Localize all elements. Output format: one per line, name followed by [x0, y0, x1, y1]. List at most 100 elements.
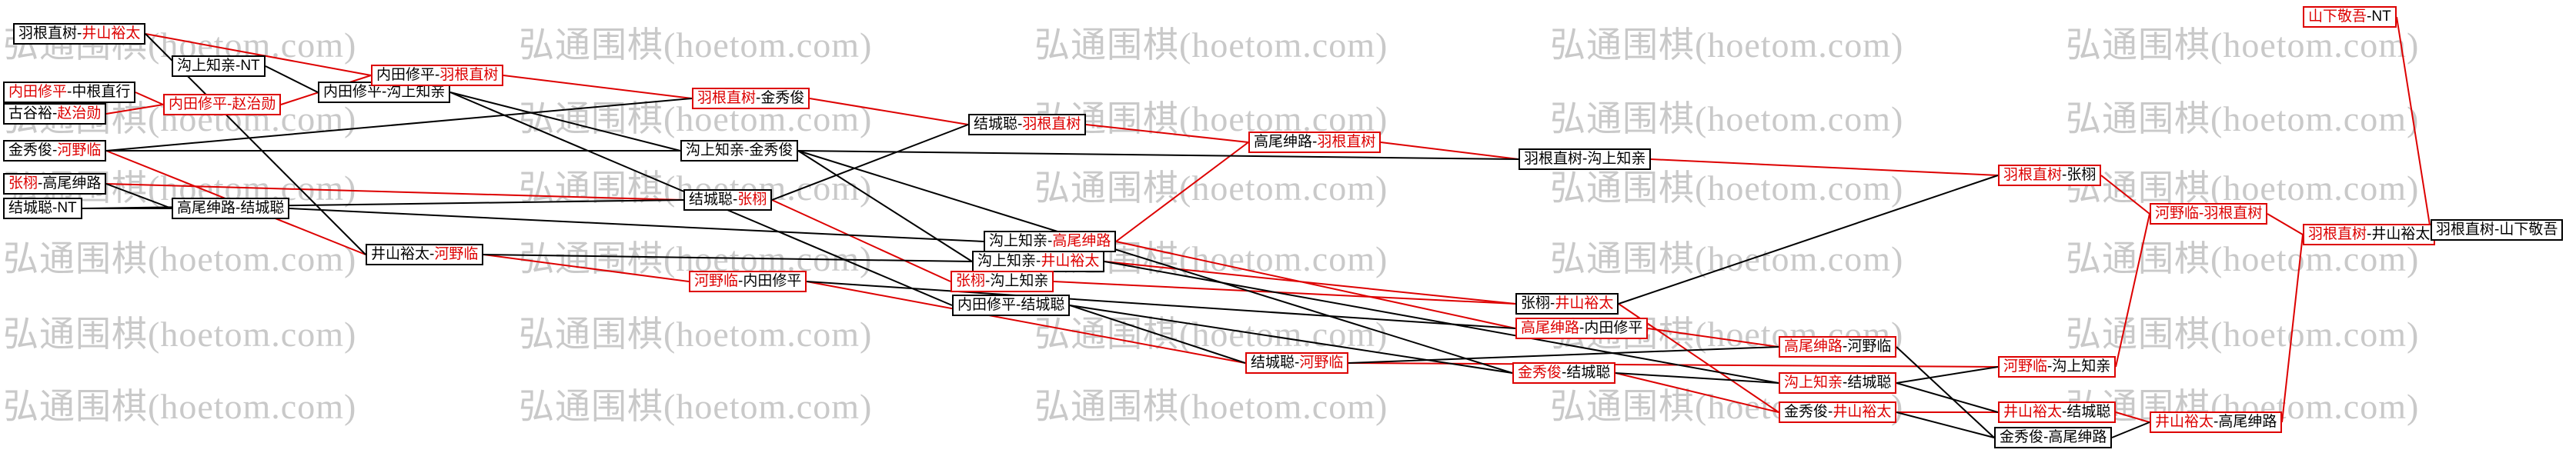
match-box-n34[interactable]: 沟上知亲-结城聪 — [1779, 372, 1897, 394]
bracket-line — [1053, 281, 1516, 305]
match-box-n32[interactable]: 金秀俊-结城聪 — [1512, 362, 1616, 384]
watermark-text: 弘通围棋(hoetom.com) — [1550, 99, 1904, 138]
player-name: 金秀俊- — [1784, 404, 1833, 420]
player-name: 河野临 — [1299, 355, 1344, 371]
player-name: 结城聪- — [1251, 355, 1300, 371]
player-name: 高尾绅路-结城聪 — [177, 200, 285, 216]
bracket-line — [806, 281, 1246, 364]
match-box-n13[interactable]: 羽根直树-沟上知亲 — [1519, 148, 1652, 170]
match-box-n25[interactable]: 沟上知亲-井山裕太 — [972, 251, 1105, 272]
player-name: 结城聪- — [974, 116, 1023, 132]
match-box-n15[interactable]: 高尾绅路-结城聪 — [172, 198, 290, 219]
player-name: 内田修平-结城聪 — [957, 297, 1065, 313]
bracket-line — [1618, 175, 1999, 305]
match-box-n1[interactable]: 羽根直树-井山裕太 — [13, 23, 146, 45]
bracket-line — [1615, 372, 1779, 384]
match-box-n27[interactable]: 河野临-内田修平 — [689, 271, 807, 292]
player-name: 结城聪- — [689, 192, 738, 208]
bracket-line — [1069, 305, 1246, 364]
player-name: 河野临- — [2155, 205, 2204, 222]
match-box-n23[interactable]: 井山裕太-河野临 — [366, 244, 484, 265]
match-box-n26[interactable]: 张栩-沟上知亲 — [951, 271, 1054, 292]
match-box-n9[interactable]: 结城聪-羽根直树 — [968, 114, 1087, 135]
player-name: 河野临 — [2003, 358, 2048, 375]
match-box-n30[interactable]: 张栩-井山裕太 — [1515, 293, 1619, 315]
match-box-n6[interactable]: 古谷裕-赵治勋 — [3, 103, 107, 125]
match-box-n10[interactable]: 金秀俊-河野临 — [3, 140, 107, 162]
match-box-n5[interactable]: 内田修平-羽根直树 — [371, 65, 504, 86]
player-name: 内田修平- — [376, 67, 440, 83]
match-box-n7[interactable]: 内田修平-赵治勋 — [163, 94, 282, 115]
bracket-line — [1348, 362, 1999, 368]
watermark-text: 弘通围棋(hoetom.com) — [1550, 25, 1904, 65]
bracket-line — [105, 98, 693, 152]
match-box-n3[interactable]: 内田修平-中根直行 — [3, 82, 136, 103]
match-box-n21[interactable]: 羽根直树-山下敬吾 — [2431, 219, 2564, 241]
match-box-n12[interactable]: 高尾绅路-羽根直树 — [1248, 132, 1382, 153]
match-box-n36[interactable]: 河野临-沟上知亲 — [1998, 356, 2117, 378]
player-name: 羽根直树 — [2203, 205, 2263, 222]
player-name: -金秀俊 — [756, 90, 805, 106]
match-box-n24[interactable]: 沟上知亲-高尾绅路 — [984, 231, 1117, 252]
player-name: 井山裕太 — [2155, 414, 2214, 430]
player-name: 羽根直树 — [439, 67, 499, 83]
bracket-line — [265, 65, 319, 93]
bracket-line — [1650, 158, 1999, 176]
bracket-line — [1896, 411, 1995, 438]
match-box-n29[interactable]: 结城聪-河野临 — [1245, 352, 1349, 374]
player-name: 羽根直树 — [2003, 167, 2063, 183]
bracket-line — [483, 254, 973, 262]
player-name: 高尾绅路 — [1052, 233, 1111, 249]
player-name: -高尾绅路 — [38, 175, 102, 192]
bracket-line — [483, 254, 690, 282]
watermark-text: 弘通围棋(hoetom.com) — [2066, 168, 2420, 208]
watermark-text: 弘通围棋(hoetom.com) — [3, 387, 357, 426]
match-box-n28[interactable]: 内田修平-结城聪 — [952, 295, 1071, 316]
bracket-line — [806, 281, 1516, 329]
match-box-n2[interactable]: 沟上知亲-NT — [172, 55, 266, 77]
match-box-n11[interactable]: 沟上知亲-金秀俊 — [680, 140, 799, 162]
match-box-n19[interactable]: 河野临-羽根直树 — [2150, 203, 2268, 225]
bracket-line — [145, 33, 372, 76]
player-name: 金秀俊 — [1518, 365, 1562, 381]
match-box-n8[interactable]: 羽根直树-金秀俊 — [692, 88, 810, 109]
bracket-line — [105, 183, 172, 209]
bracket-line — [771, 199, 951, 282]
player-name: 沟上知亲- — [977, 253, 1041, 269]
player-name: 井山裕太 — [2003, 404, 2063, 420]
match-box-n37[interactable]: 井山裕太-结城聪 — [1998, 401, 2117, 423]
match-box-n35[interactable]: 金秀俊-井山裕太 — [1779, 401, 1897, 423]
watermark-text: 弘通围棋(hoetom.com) — [1034, 387, 1388, 426]
player-name: 井山裕太 — [82, 25, 141, 42]
player-name: -内田修平 — [738, 273, 802, 289]
watermark-text: 弘通围棋(hoetom.com) — [519, 315, 873, 354]
bracket-line — [105, 183, 684, 201]
match-box-n18[interactable]: 羽根直树-张栩 — [1998, 165, 2102, 186]
match-box-n4[interactable]: 内田修平-沟上知亲 — [318, 82, 451, 103]
match-box-n16[interactable]: 结城聪-张栩 — [683, 189, 773, 211]
player-name: -NT — [2367, 8, 2391, 25]
bracket-line — [1085, 124, 1249, 143]
watermark-text: 弘通围棋(hoetom.com) — [1034, 25, 1388, 65]
match-box-n31[interactable]: 高尾绅路-内田修平 — [1515, 318, 1649, 339]
match-box-n20[interactable]: 羽根直树-井山裕太 — [2303, 224, 2436, 245]
match-box-n22[interactable]: 山下敬吾-NT — [2303, 6, 2397, 28]
watermark-text: 弘通围棋(hoetom.com) — [2066, 25, 2420, 65]
match-box-n39[interactable]: 井山裕太-高尾绅路 — [2150, 411, 2283, 433]
player-name: 内田修平-沟上知亲 — [323, 84, 446, 100]
match-box-n17[interactable]: 结城聪-NT — [3, 198, 82, 219]
player-name: 井山裕太 — [1555, 295, 1614, 311]
match-box-n38[interactable]: 金秀俊-高尾绅路 — [1994, 427, 2113, 448]
player-name: -沟上知亲 — [2047, 358, 2111, 375]
bracket-line — [1115, 142, 1249, 242]
match-box-n33[interactable]: 高尾绅路-河野临 — [1779, 336, 1897, 358]
player-name: 高尾绅路 — [1521, 320, 1580, 336]
player-name: 沟上知亲-NT — [177, 58, 260, 74]
player-name: 沟上知亲- — [989, 233, 1053, 249]
player-name: 羽根直树- — [2436, 222, 2500, 238]
match-box-n14[interactable]: 张栩-高尾绅路 — [3, 173, 107, 195]
player-name: 井山裕太- — [371, 246, 435, 262]
